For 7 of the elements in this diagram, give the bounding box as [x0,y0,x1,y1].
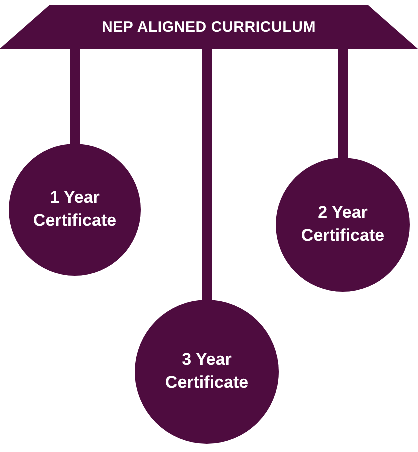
banner-title: NEP ALIGNED CURRICULUM [102,18,316,36]
node-label: 3 Year Certificate [164,349,250,394]
connector-line [202,49,212,302]
node-label: 2 Year Certificate [300,202,386,247]
node-label: 1 Year Certificate [32,187,118,232]
connector-line [70,49,80,146]
connector-line [338,49,348,160]
